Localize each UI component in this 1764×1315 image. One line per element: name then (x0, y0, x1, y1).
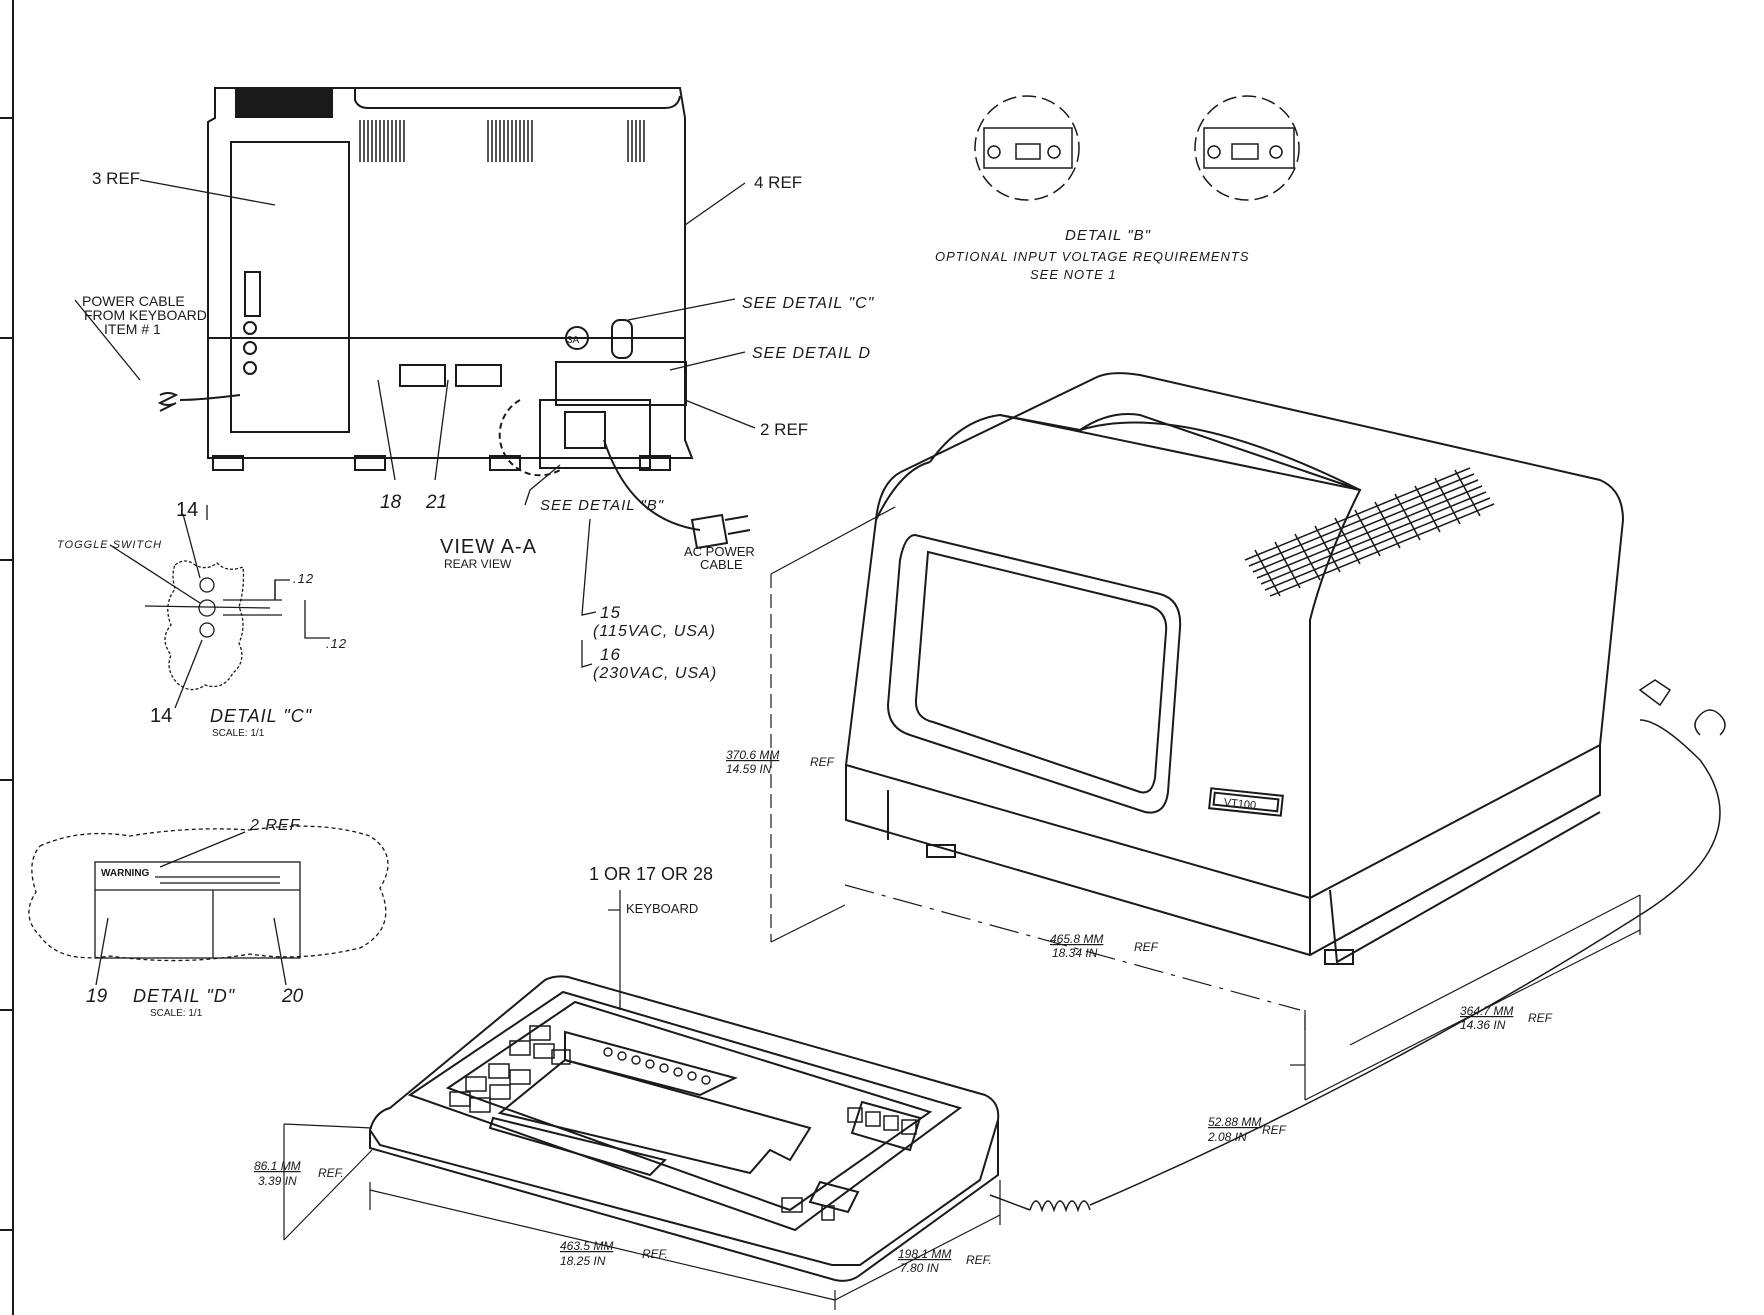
rear-see-detail-d: SEE DETAIL D (752, 345, 871, 362)
detail-d-item-19: 19 (86, 986, 108, 1007)
terminal-badge: VT100 (1223, 797, 1256, 812)
rear-item-21: 21 (425, 492, 447, 513)
keyboard-cord (989, 679, 1726, 1213)
detail-c-scale: SCALE: 1/1 (212, 728, 265, 739)
detail-c: 14 14 TOGGLE SWITCH .12 .12 DETAIL "C" S… (57, 499, 347, 739)
vt100-terminal: VT100 370.6 MM 14.59 IN REF 465.8 MM 18.… (726, 372, 1641, 1144)
rear-see-detail-c: SEE DETAIL "C" (742, 295, 875, 312)
rear-item-18: 18 (380, 492, 402, 513)
terminal-height-in: 14.59 IN (726, 762, 772, 776)
detail-d-scale: SCALE: 1/1 (150, 1008, 203, 1019)
terminal-depth-mm: 364.7 MM (1460, 1004, 1513, 1018)
power-cable-line-1: POWER CABLE (82, 293, 185, 309)
rear-label-2-ref: 2 REF (760, 420, 808, 439)
power-cable-line-3: ITEM # 1 (104, 321, 161, 337)
keyboard-width-ref: REF. (642, 1247, 668, 1261)
keyboard-depth-ref: REF. (966, 1253, 992, 1267)
keyboard-width-in: 18.25 IN (560, 1254, 606, 1268)
keyboard-keys (449, 1025, 917, 1221)
keyboard-height-mm: 86.1 MM (254, 1159, 301, 1173)
detail-c-item-14-bottom: 14 (150, 705, 172, 727)
terminal-gap-mm: 52.88 MM (1208, 1115, 1261, 1129)
rear-label-3a: 3A (567, 335, 580, 346)
rear-label-4-ref: 4 REF (754, 173, 802, 192)
terminal-height-mm: 370.6 MM (726, 748, 779, 762)
detail-d: 2 REF WARNING 19 20 DETAIL "D" SCALE: 1/… (28, 817, 389, 1019)
keyboard-depth-in: 7.80 IN (900, 1261, 939, 1275)
terminal-gap-ref: REF (1262, 1123, 1287, 1137)
detail-c-title: DETAIL "C" (210, 706, 313, 726)
terminal-vent (1244, 467, 1495, 597)
terminal-depth-ref: REF (1528, 1011, 1553, 1025)
terminal-width-mm: 465.8 MM (1050, 932, 1103, 946)
keyboard-item-number: 1 OR 17 OR 28 (589, 864, 713, 884)
terminal-width-in: 18.34 IN (1052, 946, 1098, 960)
detail-b-line-2: SEE NOTE 1 (1030, 267, 1117, 282)
detail-c-dim-bottom: .12 (326, 636, 347, 651)
keyboard-height-ref: REF. (318, 1166, 344, 1180)
terminal-depth-in: 14.36 IN (1460, 1018, 1506, 1032)
ac-item-16: 16 (600, 645, 621, 664)
terminal-width-ref: REF (1134, 940, 1159, 954)
ac-item-15-note: (115VAC, USA) (593, 623, 716, 640)
terminal-gap-in: 2.08 IN (1207, 1130, 1247, 1144)
detail-c-toggle-label: TOGGLE SWITCH (57, 539, 162, 551)
rear-view: 3A 3 REF 4 REF 2 REF SEE DETAIL "C" SEE … (74, 87, 875, 682)
detail-c-dim-top: .12 (293, 571, 314, 586)
keyboard-label: KEYBOARD (626, 901, 698, 916)
power-cable-line-2: FROM KEYBOARD (84, 307, 207, 323)
keyboard-leds (603, 1047, 711, 1085)
rear-see-detail-b: SEE DETAIL "B" (540, 497, 664, 514)
keyboard-dim-lines (283, 890, 1001, 1310)
detail-d-title: DETAIL "D" (133, 986, 236, 1006)
ac-power-line-2: CABLE (700, 557, 743, 572)
rear-view-leaders (74, 179, 756, 668)
keyboard: 1 OR 17 OR 28 KEYBOARD 86.1 MM 3.39 IN R… (254, 679, 1726, 1310)
keyboard-depth-mm: 198.1 MM (898, 1247, 951, 1261)
ac-item-16-note: (230VAC, USA) (593, 665, 717, 682)
vent-grille (235, 88, 333, 118)
keyboard-width-mm: 463.5 MM (560, 1239, 613, 1253)
rear-view-subtitle: REAR VIEW (444, 557, 512, 571)
terminal-height-ref: REF (810, 755, 835, 769)
detail-b: DETAIL "B" OPTIONAL INPUT VOLTAGE REQUIR… (935, 95, 1300, 282)
terminal-dim-lines (770, 506, 1641, 1101)
detail-d-ref: 2 REF (249, 817, 301, 834)
detail-d-item-20: 20 (281, 986, 304, 1007)
sheet-border (0, 0, 14, 1315)
ac-power-line-1: AC POWER (684, 544, 755, 559)
keyboard-height-in: 3.39 IN (258, 1174, 297, 1188)
detail-d-warning: WARNING (101, 868, 150, 879)
rear-view-title: VIEW A-A (440, 536, 537, 558)
rear-label-3-ref: 3 REF (92, 169, 140, 188)
detail-c-item-14-top: 14 (176, 499, 198, 521)
ac-item-15: 15 (600, 603, 621, 622)
detail-b-title: DETAIL "B" (1065, 227, 1151, 244)
detail-b-line-1: OPTIONAL INPUT VOLTAGE REQUIREMENTS (935, 249, 1250, 264)
